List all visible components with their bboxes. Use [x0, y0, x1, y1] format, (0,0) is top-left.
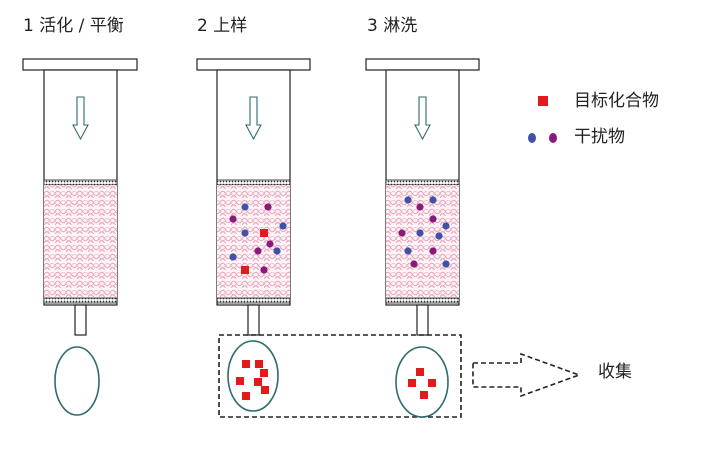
- cartridge-1-top-frit: [43, 179, 118, 186]
- legend-target-label: 目标化合物: [574, 91, 659, 111]
- step-3-label: 3 淋洗: [367, 16, 418, 36]
- cartridge-1-tip: [74, 304, 87, 336]
- legend-interference-label: 干扰物: [574, 127, 625, 147]
- interference-particle: [241, 203, 249, 211]
- cartridge-3-flange: [365, 58, 480, 71]
- cartridge-1-bottom-frit: [43, 297, 118, 304]
- flow-arrow-icon: [414, 96, 431, 141]
- interference-particle: [442, 222, 450, 230]
- cartridge-3-particles: [398, 196, 450, 268]
- interference-particle: [229, 215, 237, 223]
- interference-particle: [404, 196, 412, 204]
- eluate-drop-3: [395, 346, 449, 418]
- cartridge-2-bottom-frit: [216, 297, 291, 304]
- interference-particle: [264, 203, 272, 211]
- interference-particle: [435, 232, 443, 240]
- interference-particle: [273, 247, 281, 255]
- target-particle: [242, 392, 250, 400]
- interference-particle: [266, 240, 274, 248]
- interference-particle: [416, 229, 424, 237]
- interference-particle: [429, 215, 437, 223]
- cartridge-3-tip: [416, 304, 429, 336]
- cartridge-1: [22, 58, 138, 336]
- eluate-drop-2-outline: [227, 340, 279, 412]
- eluate-drop-1: [54, 346, 100, 416]
- target-particle: [261, 386, 269, 394]
- interference-particle: [429, 247, 437, 255]
- legend-target-marker: [538, 96, 548, 106]
- cartridge-3: [365, 58, 480, 336]
- cartridge-3-bottom-frit: [385, 297, 460, 304]
- target-particle: [416, 368, 424, 376]
- legend-interference-marker-purple: [549, 133, 557, 143]
- step-1-label: 1 活化 / 平衡: [23, 16, 124, 36]
- target-particle: [260, 229, 268, 237]
- cartridge-1-packing: [44, 185, 117, 298]
- cartridge-3-top-frit: [385, 179, 460, 186]
- interference-particle: [260, 266, 268, 274]
- cartridge-2-packing: [217, 185, 290, 298]
- target-particle: [428, 379, 436, 387]
- cartridge-2-particles: [229, 203, 287, 274]
- interference-particle: [241, 229, 249, 237]
- cartridge-2-top-frit: [216, 179, 291, 186]
- cartridge-1-flange: [22, 58, 138, 71]
- target-particle: [420, 391, 428, 399]
- collection-box: [218, 334, 462, 418]
- collect-label: 收集: [598, 362, 632, 382]
- interference-particle: [416, 203, 424, 211]
- step-2-label: 2 上样: [197, 16, 248, 36]
- interference-particle: [254, 247, 262, 255]
- interference-particle: [404, 247, 412, 255]
- collect-arrow-icon: [472, 352, 582, 398]
- target-particle: [408, 379, 416, 387]
- interference-particle: [229, 253, 237, 261]
- flow-arrow-icon: [245, 96, 262, 141]
- interference-particle: [279, 222, 287, 230]
- legend-interference-marker-blue: [528, 133, 536, 143]
- cartridge-2-flange: [196, 58, 311, 71]
- interference-particle: [410, 260, 418, 268]
- target-particle: [236, 377, 244, 385]
- target-particle: [254, 378, 262, 386]
- target-particle: [260, 369, 268, 377]
- interference-particle: [429, 196, 437, 204]
- cartridge-3-packing: [386, 185, 459, 298]
- cartridge-2: [196, 58, 311, 336]
- cartridge-2-tip: [247, 304, 260, 336]
- target-particle: [241, 266, 249, 274]
- flow-arrow-icon: [72, 96, 89, 141]
- interference-particle: [398, 229, 406, 237]
- interference-particle: [442, 260, 450, 268]
- target-particle: [242, 360, 250, 368]
- eluate-drop-3-outline: [395, 346, 449, 418]
- target-particle: [255, 360, 263, 368]
- eluate-drop-2: [227, 340, 279, 412]
